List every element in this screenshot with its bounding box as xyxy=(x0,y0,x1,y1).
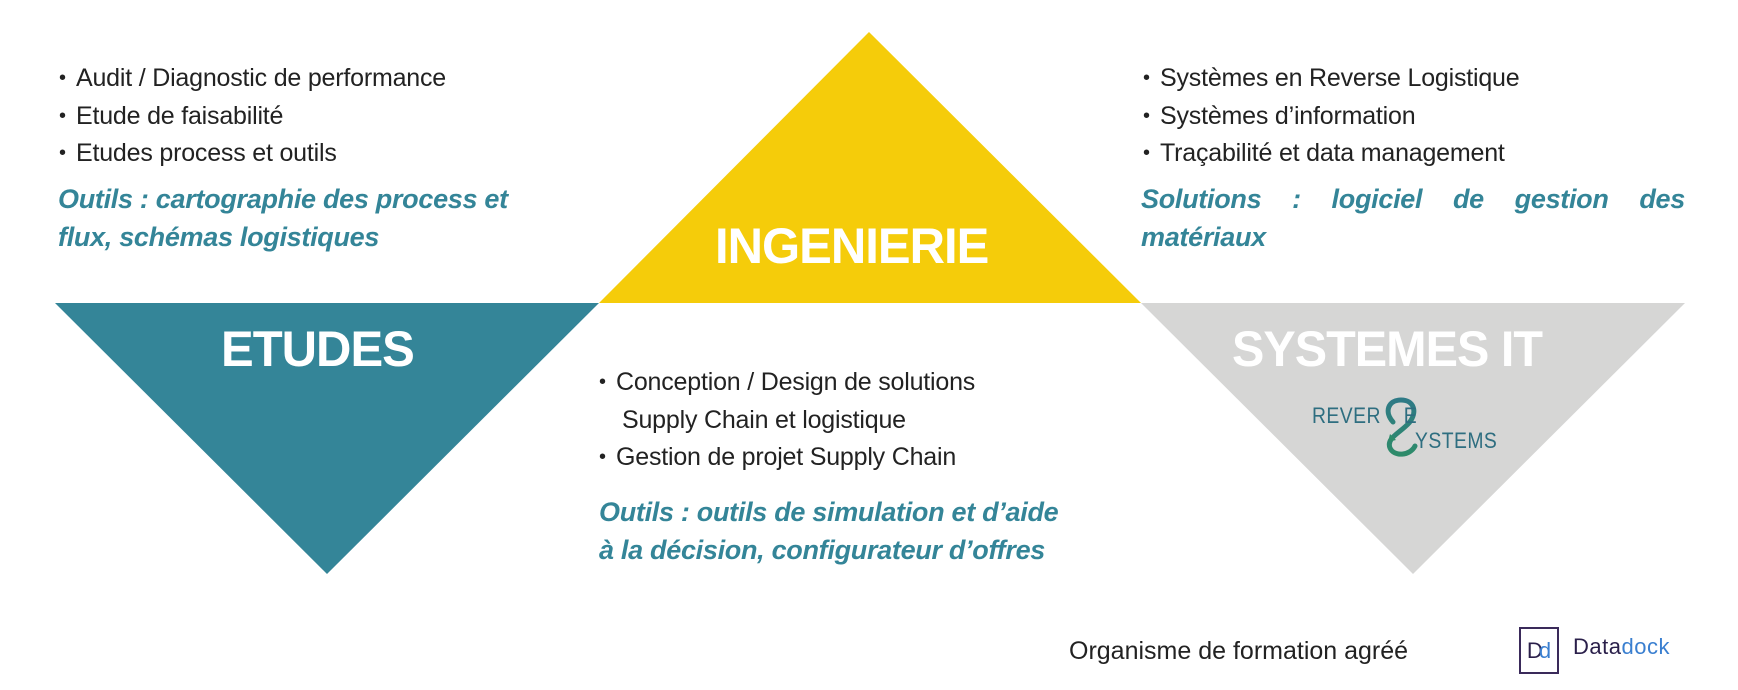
ingenierie-bullet-line: Conception / Design de solutions xyxy=(616,368,976,396)
systemes-tools-text: Solutions : logiciel de gestion des maté… xyxy=(1141,184,1685,252)
datadock-icon-d2: d xyxy=(1538,637,1552,663)
etudes-tools-line: flux, schémas logistiques xyxy=(58,222,380,252)
etudes-title: ETUDES xyxy=(221,321,415,377)
datadock-word-data: Data xyxy=(1573,634,1622,659)
logo-bottom-text: YSTEMS xyxy=(1415,428,1498,453)
systemes-bullet-item: Traçabilité et data management xyxy=(1143,135,1519,173)
ingenierie-bullet-item: Gestion de projet Supply Chain xyxy=(599,439,975,477)
ingenierie-bullet-line: Supply Chain et logistique xyxy=(622,405,906,434)
logo-top-end: E xyxy=(1403,403,1418,428)
systemes-bullet-item: Systèmes d’information xyxy=(1143,98,1519,136)
etudes-triangle xyxy=(55,303,599,574)
ingenierie-tools-line: Outils : outils de simulation et d’aide xyxy=(599,497,1059,527)
footer-label: Organisme de formation agréé xyxy=(1069,637,1409,665)
systemes-triangle xyxy=(1141,303,1685,574)
datadock-word-dock: dock xyxy=(1621,634,1670,659)
ingenierie-title: INGENIERIE xyxy=(715,218,989,274)
reverse-s-loop-icon xyxy=(1385,397,1418,457)
ingenierie-bullet-item: Conception / Design de solutions Supply … xyxy=(599,364,975,439)
systemes-bullet-item: Systèmes en Reverse Logistique xyxy=(1143,60,1520,98)
ingenierie-tools-text: Outils : outils de simulation et d’aide … xyxy=(599,493,1179,569)
etudes-tools-line: Outils : cartographie des process et xyxy=(58,184,508,214)
systemes-bullet-list: Systèmes en Reverse Logistique Systèmes … xyxy=(1143,60,1520,173)
etudes-tools-text: Outils : cartographie des process et flu… xyxy=(58,180,618,256)
ingenierie-bullet-list: Conception / Design de solutions Supply … xyxy=(599,364,975,477)
etudes-bullet-list: Audit / Diagnostic de performance Etude … xyxy=(59,60,446,173)
ingenierie-tools-line: à la décision, configurateur d’offres xyxy=(599,535,1046,565)
datadock-icon-d1: D xyxy=(1526,637,1543,663)
reverse-systems-logo-top: REVER E xyxy=(1312,403,1417,429)
etudes-bullet-item: Etudes process et outils xyxy=(59,135,446,173)
logo-top-text: REVER xyxy=(1312,403,1381,428)
reverse-systems-logo-bottom: YSTEMS xyxy=(1415,428,1497,454)
systemes-title: SYSTEMES IT xyxy=(1232,321,1543,377)
datadock-wordmark: Datadock xyxy=(1573,634,1670,660)
etudes-bullet-item: Etude de faisabilité xyxy=(59,98,446,136)
etudes-bullet-item: Audit / Diagnostic de performance xyxy=(59,60,446,98)
ingenierie-triangle xyxy=(599,32,1141,303)
